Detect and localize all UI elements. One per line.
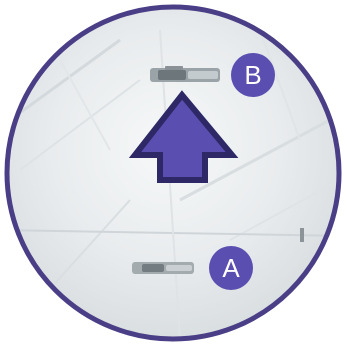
fabric-tab-mark xyxy=(300,228,304,242)
zipper-pull-top xyxy=(150,66,220,82)
callout-badge-a: A xyxy=(209,246,253,290)
callout-badge-b: B xyxy=(231,53,275,97)
zipper-pull-bottom xyxy=(132,262,194,274)
